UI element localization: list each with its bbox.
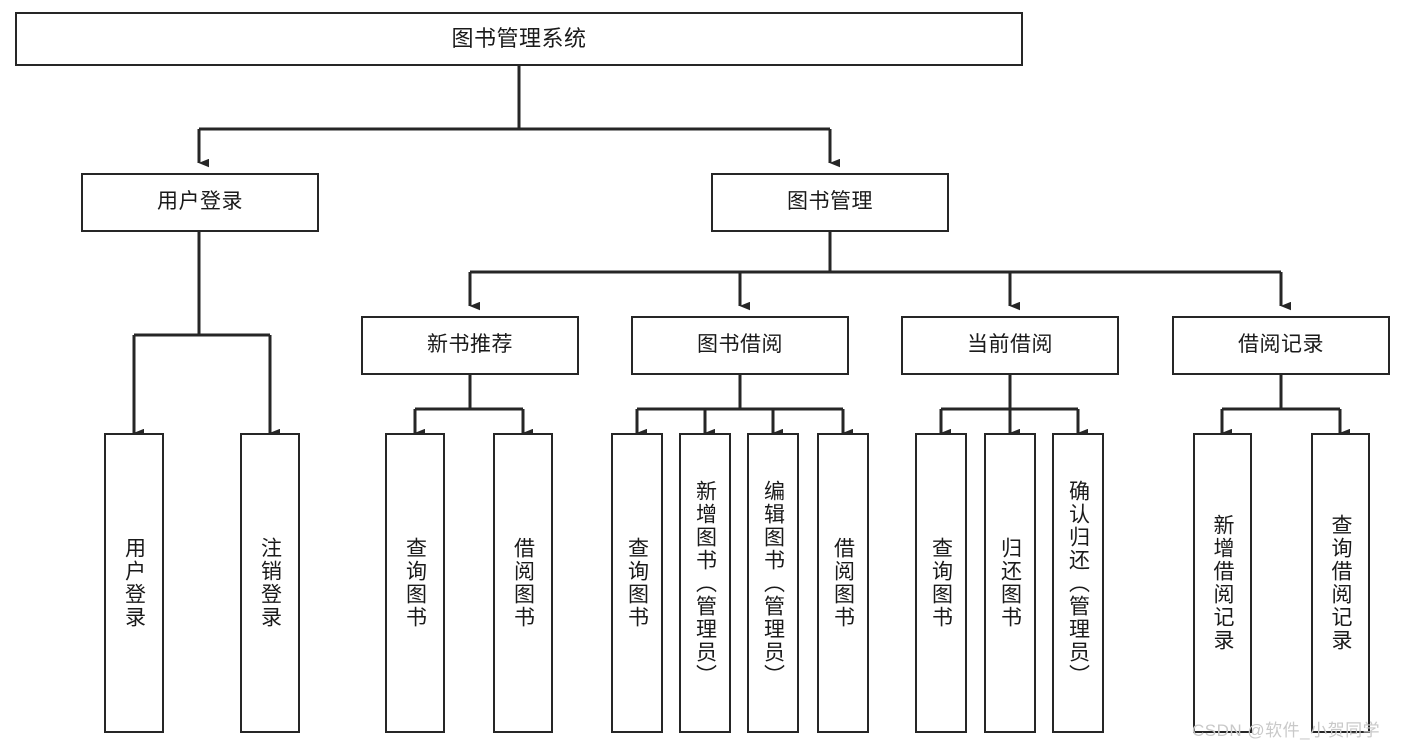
node-leaf-query-book-current-label: 查询图书 (929, 537, 953, 629)
node-book-management[interactable]: 图书管理 (711, 173, 949, 232)
node-borrow-record-label: 借阅记录 (1238, 333, 1324, 357)
node-user-login-label: 用户登录 (157, 190, 243, 214)
node-leaf-edit-book-label: 编辑图书（管理员） (761, 479, 785, 687)
node-leaf-borrow-book-label: 借阅图书 (831, 537, 855, 629)
node-leaf-query-borrow-record[interactable]: 查询借阅记录 (1311, 433, 1370, 733)
node-leaf-logout[interactable]: 注销登录 (240, 433, 300, 733)
node-book-borrow[interactable]: 图书借阅 (631, 316, 849, 375)
node-leaf-add-book[interactable]: 新增图书（管理员） (679, 433, 731, 733)
node-book-management-label: 图书管理 (787, 190, 873, 214)
node-leaf-confirm-return-label: 确认归还（管理员） (1066, 479, 1090, 687)
node-borrow-record[interactable]: 借阅记录 (1172, 316, 1390, 375)
node-leaf-logout-label: 注销登录 (258, 537, 282, 629)
node-leaf-add-borrow-record-label: 新增借阅记录 (1211, 514, 1234, 652)
node-leaf-query-book-borrow[interactable]: 查询图书 (611, 433, 663, 733)
node-leaf-return-book-label: 归还图书 (998, 537, 1022, 629)
node-leaf-query-book-new-label: 查询图书 (403, 537, 427, 629)
node-leaf-edit-book[interactable]: 编辑图书（管理员） (747, 433, 799, 733)
node-current-borrow[interactable]: 当前借阅 (901, 316, 1119, 375)
node-new-book-recommend-label: 新书推荐 (427, 333, 513, 357)
node-leaf-query-book-current[interactable]: 查询图书 (915, 433, 967, 733)
node-leaf-user-login[interactable]: 用户登录 (104, 433, 164, 733)
node-leaf-add-book-label: 新增图书（管理员） (693, 479, 717, 687)
node-leaf-return-book[interactable]: 归还图书 (984, 433, 1036, 733)
node-leaf-user-login-label: 用户登录 (122, 537, 146, 629)
node-leaf-confirm-return[interactable]: 确认归还（管理员） (1052, 433, 1104, 733)
node-book-borrow-label: 图书借阅 (697, 333, 783, 357)
node-leaf-add-borrow-record[interactable]: 新增借阅记录 (1193, 433, 1252, 733)
node-leaf-query-book-new[interactable]: 查询图书 (385, 433, 445, 733)
node-leaf-borrow-book-new-label: 借阅图书 (511, 537, 535, 629)
node-leaf-borrow-book-new[interactable]: 借阅图书 (493, 433, 553, 733)
node-root[interactable]: 图书管理系统 (15, 12, 1023, 66)
node-leaf-borrow-book[interactable]: 借阅图书 (817, 433, 869, 733)
node-user-login[interactable]: 用户登录 (81, 173, 319, 232)
node-leaf-query-book-borrow-label: 查询图书 (625, 537, 649, 629)
node-root-label: 图书管理系统 (451, 26, 587, 52)
node-leaf-query-borrow-record-label: 查询借阅记录 (1329, 514, 1352, 652)
node-new-book-recommend[interactable]: 新书推荐 (361, 316, 579, 375)
node-current-borrow-label: 当前借阅 (967, 333, 1053, 357)
